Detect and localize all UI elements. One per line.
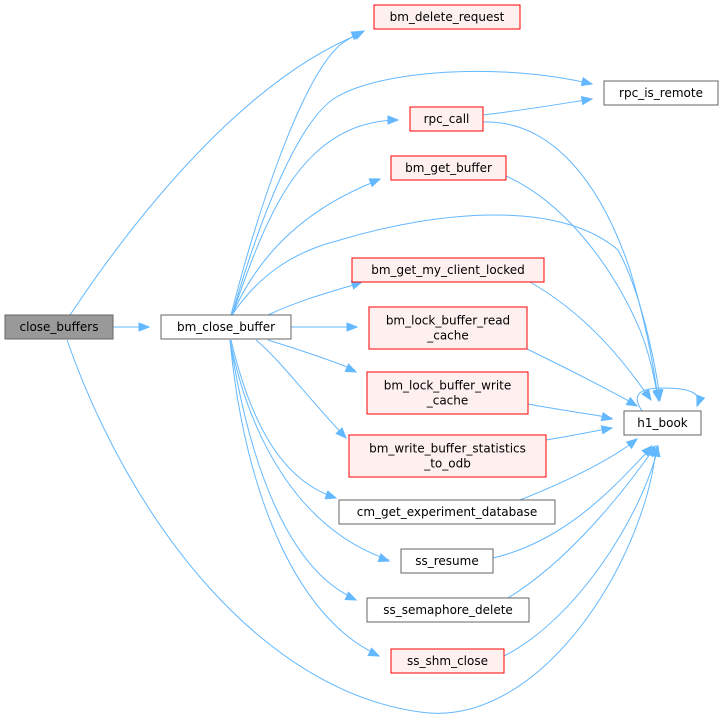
edge-bm-close-buffer-to-bm-write-buffer-statistics-to-odb [255,339,347,439]
node-label: _to_odb [423,457,471,471]
edge-bm-get-buffer-to-h1-book [505,175,659,401]
arrowhead-h1-book [600,412,614,422]
node-label: bm_get_my_client_locked [371,263,525,277]
edge-bm-close-buffer-to-ss-semaphore-delete [229,339,356,600]
node-label: bm_lock_buffer_write [384,379,512,393]
arrowhead-ss-resume [377,553,391,563]
node-bm-get-my-client-locked[interactable]: bm_get_my_client_locked [351,257,545,283]
arrowhead-h1-book [600,425,614,435]
node-label: bm_lock_buffer_read [386,314,510,328]
arrowhead-cm-get-experiment-database [324,490,338,500]
node-ss-shm-close[interactable]: ss_shm_close [390,648,505,674]
node-label: _cache [426,329,469,343]
node-box [351,257,545,283]
edge-layer [66,30,706,714]
edge-rpc-call-to-rpc-is-remote [482,98,593,116]
node-rpc-is-remote[interactable]: rpc_is_remote [603,80,719,106]
node-label: bm_write_buffer_statistics [369,442,526,456]
node-box [390,155,507,181]
arrowhead-h1-book [625,396,639,407]
node-bm-get-buffer[interactable]: bm_get_buffer [390,155,507,181]
node-box [4,314,114,340]
node-label: rpc_call [424,112,470,126]
node-bm-delete-request[interactable]: bm_delete_request [373,4,521,30]
edge-bm-get-my-client-locked-to-h1-book [529,281,651,400]
node-cm-get-experiment-database[interactable]: cm_get_experiment_database [338,499,556,525]
node-label: rpc_is_remote [619,86,703,100]
node-box [160,314,292,340]
arrowhead-ss-semaphore-delete [344,591,358,601]
edge-bm-close-buffer-to-rpc-is-remote [231,70,593,316]
edge-cm-get-experiment-database-to-h1-book [519,439,637,501]
edge-bm-close-buffer-to-ss-resume [229,339,390,561]
node-box [348,434,547,478]
node-box [368,306,528,350]
edge-bm-close-buffer-to-ss-shm-close [229,339,379,656]
node-bm-write-buffer-statistics-to-odb[interactable]: bm_write_buffer_statistics_to_odb [348,434,547,478]
arrowhead-bm-close-buffer [138,322,151,332]
arrowhead-ss-shm-close [367,647,381,657]
edge-ss-resume-to-h1-book [492,446,653,559]
node-ss-semaphore-delete[interactable]: ss_semaphore_delete [366,597,530,623]
edge-bm-close-buffer-to-cm-get-experiment-database [230,339,337,499]
node-label: ss_semaphore_delete [383,603,513,617]
arrowhead-rpc-is-remote [580,95,594,106]
arrowhead-rpc-call [387,115,400,125]
node-label: bm_close_buffer [177,320,275,334]
edge-ss-semaphore-delete-to-h1-book [507,446,656,599]
node-bm-lock-buffer-read-cache[interactable]: bm_lock_buffer_read_cache [368,306,528,350]
node-label: close_buffers [20,320,99,334]
node-ss-resume[interactable]: ss_resume [400,548,494,574]
node-box [366,371,529,415]
edge-close-buffers-to-h1-book [66,339,657,714]
edge-bm-lock-buffer-read-cache-to-h1-book [526,348,637,406]
node-box [373,4,521,30]
arrowhead-h1-book [625,438,639,450]
edge-bm-close-buffer-to-bm-get-my-client-locked [267,282,361,316]
node-box [409,106,484,132]
arrowhead-h1-book [696,394,706,408]
arrowhead-bm-lock-buffer-write-cache [344,363,358,373]
node-label: bm_delete_request [390,10,505,24]
node-rpc-call[interactable]: rpc_call [409,106,484,132]
node-box [366,597,530,623]
node-h1-book[interactable]: h1_book [623,410,702,436]
node-box [603,80,719,106]
arrowhead-bm-get-buffer [368,178,382,188]
node-box [623,410,702,436]
node-label: bm_get_buffer [405,161,492,175]
edge-ss-shm-close-to-h1-book [503,447,659,657]
arrowhead-rpc-is-remote [580,76,594,87]
edge-bm-close-buffer-to-bm-get-buffer [231,179,380,316]
arrowhead-bm-delete-request [352,30,366,40]
arrowhead-bm-write-buffer-statistics-to-odb [335,427,347,439]
edge-close-buffers-to-bm-delete-request [69,32,363,316]
node-label: ss_shm_close [407,654,488,668]
edge-rpc-call-to-h1-book [482,121,659,400]
arrowhead-h1-book [650,444,661,458]
edge-bm-close-buffer-to-rpc-call [231,119,399,316]
node-box [338,499,556,525]
node-label: h1_book [637,416,688,430]
node-label: _cache [426,394,469,408]
edge-bm-lock-buffer-write-cache-to-h1-book [527,403,613,419]
arrowhead-h1-book [652,389,662,403]
node-bm-lock-buffer-write-cache[interactable]: bm_lock_buffer_write_cache [366,371,529,415]
node-bm-close-buffer[interactable]: bm_close_buffer [160,314,292,340]
node-box [390,648,505,674]
node-box [400,548,494,574]
arrowhead-h1-book [641,388,652,402]
node-label: cm_get_experiment_database [357,505,538,519]
node-close-buffers[interactable]: close_buffers [4,314,114,340]
arrowhead-bm-lock-buffer-read-cache [346,322,359,332]
node-layer: close_buffers bm_close_buffer bm_delete_re… [4,4,719,674]
node-label: ss_resume [415,554,479,568]
